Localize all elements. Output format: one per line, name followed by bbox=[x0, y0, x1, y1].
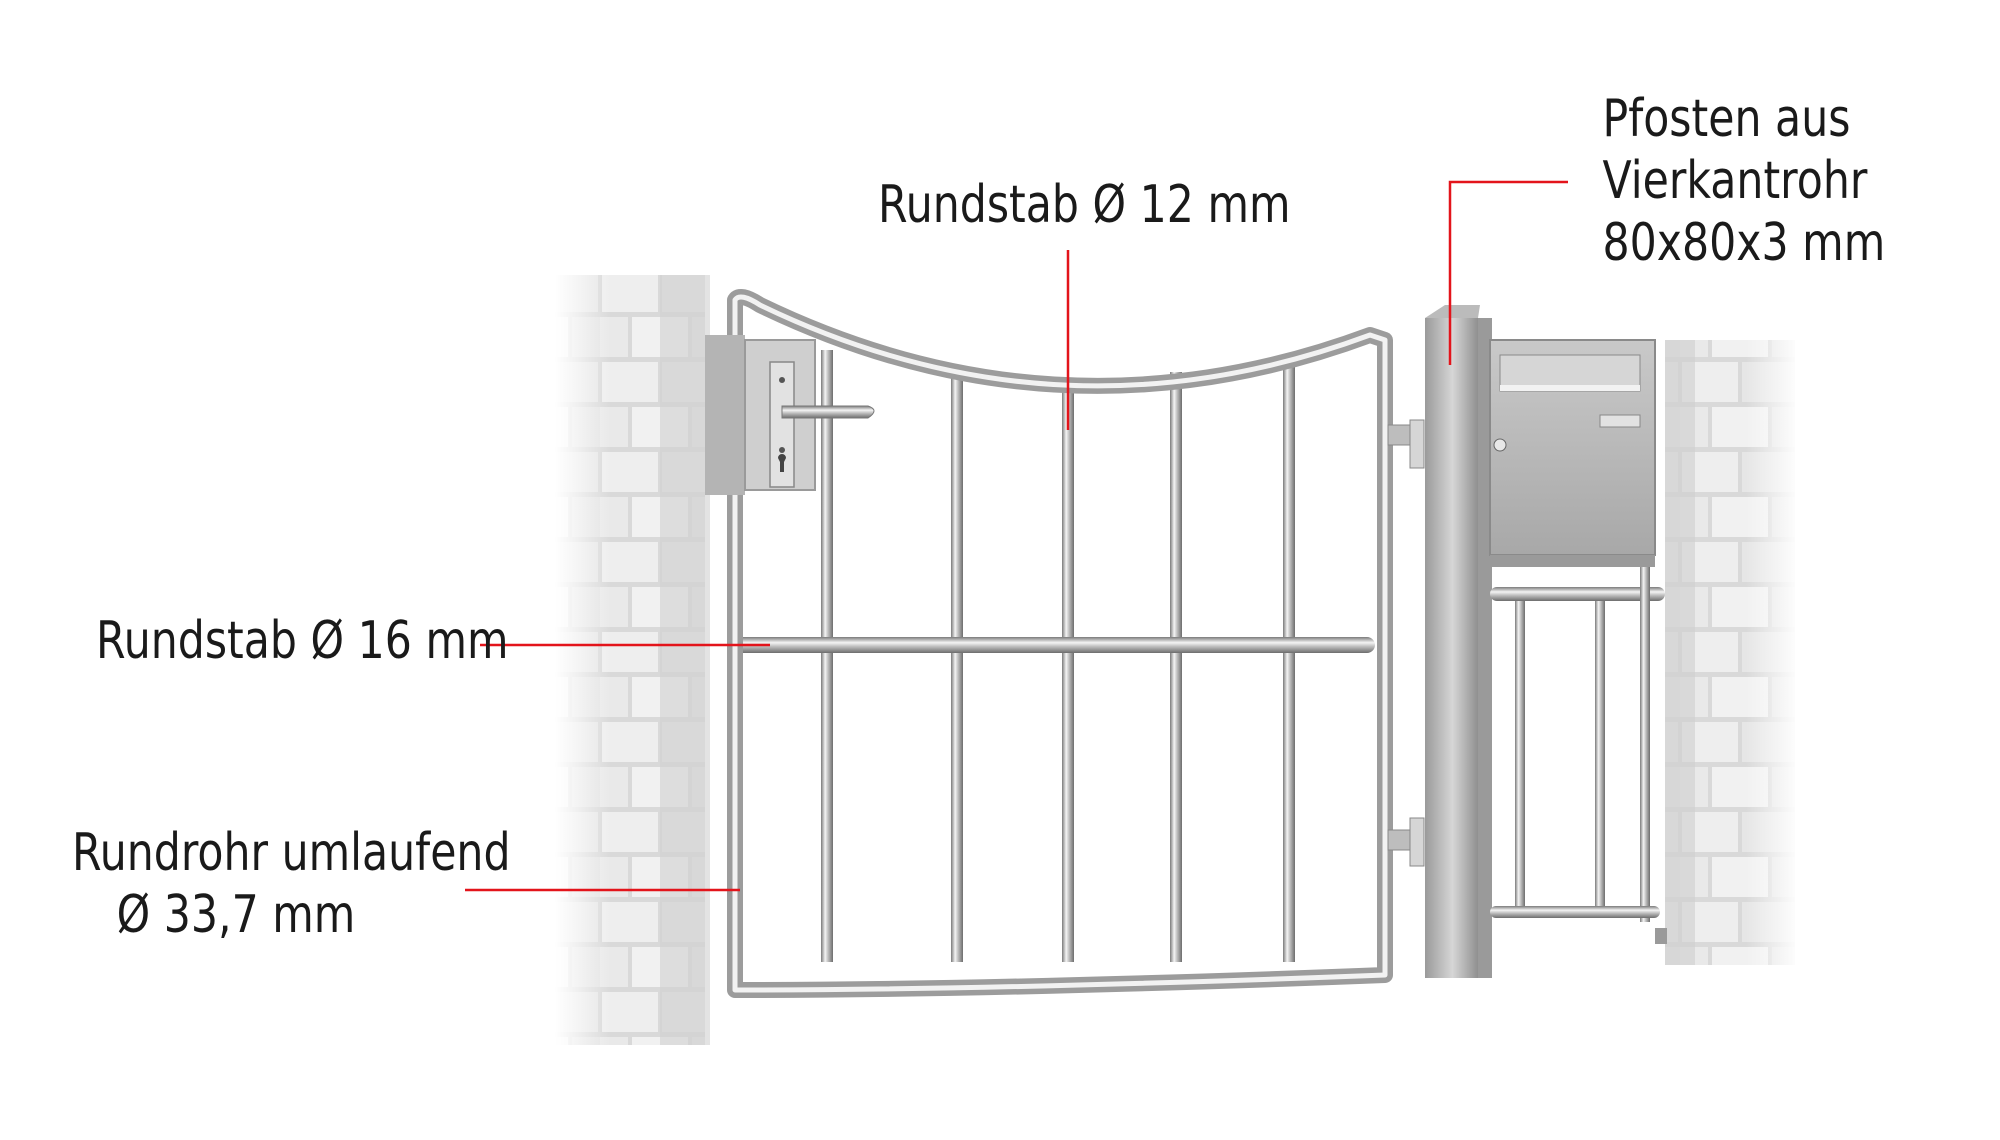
callout-pfosten bbox=[1448, 180, 1568, 365]
right-brick-pillar bbox=[1665, 340, 1800, 965]
gate-leaf bbox=[727, 288, 1393, 998]
vertical-bars bbox=[821, 350, 1295, 962]
hinges bbox=[1387, 419, 1425, 867]
label-pfosten-line1: Pfosten aus bbox=[1602, 89, 1851, 149]
door-handle bbox=[781, 405, 875, 419]
label-pfosten-line3: 80x80x3 mm bbox=[1602, 213, 1886, 273]
mailbox-lock-icon bbox=[1493, 438, 1507, 452]
label-rundstab-12: Rundstab Ø 12 mm bbox=[878, 175, 1291, 235]
name-plate bbox=[1599, 414, 1641, 428]
square-post bbox=[1425, 305, 1492, 978]
middle-crossbar bbox=[735, 637, 1375, 653]
label-rundrohr-line1: Rundrohr umlaufend bbox=[72, 823, 511, 883]
left-brick-pillar bbox=[555, 275, 715, 1045]
label-rundrohr-line2: Ø 33,7 mm bbox=[116, 885, 356, 945]
callout-lines bbox=[465, 180, 1568, 892]
keyhole-icon bbox=[778, 454, 786, 472]
gate-lock bbox=[705, 335, 875, 495]
label-rundrohr: Rundrohr umlaufend Ø 33,7 mm bbox=[72, 822, 511, 946]
label-pfosten-line2: Vierkantrohr bbox=[1602, 151, 1868, 211]
label-rundstab-16: Rundstab Ø 16 mm bbox=[96, 611, 509, 671]
mailbox-panel bbox=[1489, 339, 1667, 944]
label-pfosten: Pfosten aus Vierkantrohr 80x80x3 mm bbox=[1602, 88, 1886, 274]
